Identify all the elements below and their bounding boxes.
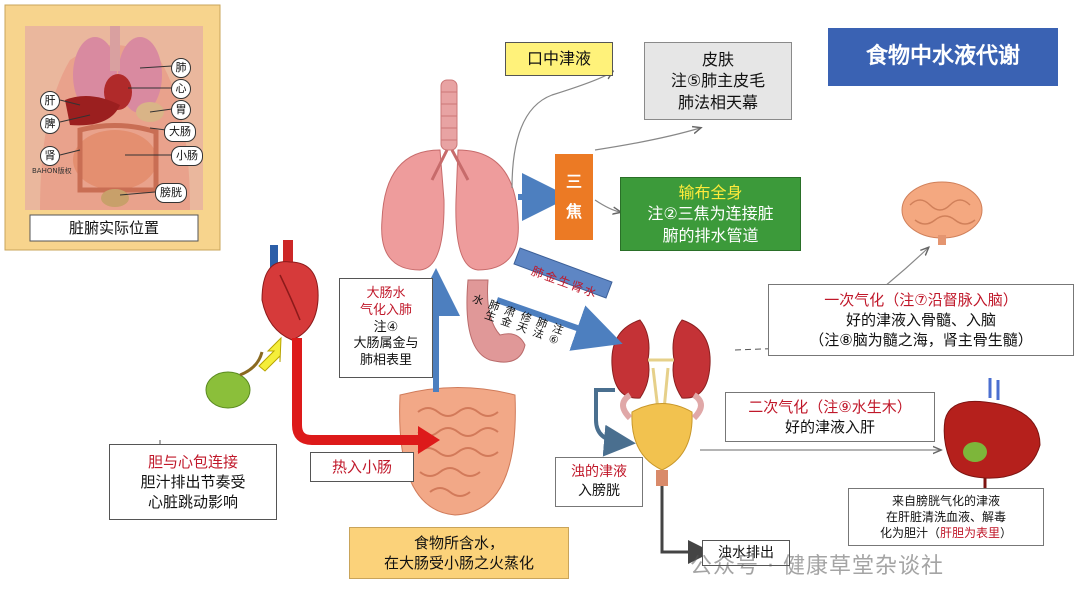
distribute-line3: 腑的排水管道 (662, 225, 759, 245)
inset-label-spleen: 脾 (40, 114, 60, 134)
blue-arrow-lung-kidney-lower (496, 297, 623, 351)
lungs-illustration (381, 79, 519, 271)
turbid-line1: 浊的津液 (571, 464, 627, 481)
from-bladder-line3c: ） (1000, 526, 1013, 541)
box-second-qihua: 二次气化（注⑨水生木） 好的津液入肝 (725, 392, 935, 442)
heat-text: 热入小肠 (332, 457, 392, 477)
bladder-illustration (620, 392, 704, 486)
inset-label-lung: 肺 (171, 58, 191, 78)
li-line3: 注④ (373, 319, 399, 335)
turbid-line2: 入膀胱 (578, 483, 620, 499)
inset-label-liver: 肝 (40, 91, 60, 111)
gallbladder-illustration (205, 351, 264, 409)
food-line1: 食物所含水， (413, 533, 504, 552)
inset-caption: 脏腑实际位置 (68, 218, 159, 237)
first-line3: （注⑧脑为髓之海，肾主骨生髓） (809, 331, 1033, 350)
from-bladder-line3b: 肝胆为表里 (939, 526, 1000, 541)
watermark-text: 公众号 · 健康草堂杂谈社 (690, 554, 944, 579)
inset-copyright: BAHON版权 (32, 167, 72, 175)
arrow-kidney-bladder (594, 388, 636, 457)
box-from-bladder: 来自膀胱气化的津液 在肝脏清洗血液、解毒 化为胆汁（肝胆为表里） (848, 488, 1044, 546)
inset-label-bladder: 膀胱 (155, 183, 187, 203)
heat-text-full: 热入小肠 (331, 457, 392, 476)
brain-illustration (901, 181, 983, 245)
skin-line1: 皮肤 (701, 49, 734, 69)
inset-label-heart: 心 (171, 79, 191, 99)
second-line1: 二次气化（注⑨水生木） (748, 397, 912, 416)
box-first-qihua: 一次气化（注⑦沿督脉入脑） 好的津液入骨髓、入脑 （注⑧脑为髓之海，肾主骨生髓） (768, 284, 1074, 356)
skin-line3: 肺法相天幕 (677, 92, 758, 112)
gb-line3: 心脏跳动影响 (147, 493, 238, 512)
diagram-title: 食物中水液代谢 (865, 44, 1020, 70)
from-bladder-line3: 化为胆汁（肝胆为表里） (880, 525, 1012, 541)
first-line1: 一次气化（注⑦沿督脉入脑） (824, 290, 1018, 309)
inset-label-kidney: 肾 (40, 146, 60, 166)
from-bladder-line3a: 化为胆汁（ (879, 526, 940, 541)
stomach-illustration (466, 279, 526, 363)
gb-line1: 胆与心包连接 (147, 452, 238, 471)
intestines-illustration (399, 387, 516, 516)
yellow-arrow (258, 336, 282, 372)
box-mouth-fluids: 口中津液 (505, 42, 613, 76)
inset-anatomy-panel (4, 4, 221, 251)
li-line5: 肺相表里 (359, 353, 412, 369)
from-bladder-line1: 来自膀胱气化的津液 (891, 493, 1000, 508)
distribute-line1: 输布全身 (678, 182, 743, 202)
food-line2: 在大肠受小肠之火蒸化 (383, 554, 534, 572)
distribute-line2: 注②三焦为连接脏 (647, 204, 774, 224)
title-bar (828, 28, 1058, 86)
from-bladder-line2: 在肝脏清洗血液、解毒 (885, 509, 1006, 524)
box-turbid-fluid: 浊的津液 入膀胱 (555, 457, 643, 507)
second-line2: 好的津液入肝 (784, 418, 875, 436)
box-turbid-out: 浊水排出 (702, 540, 790, 566)
heart-illustration (261, 240, 319, 341)
box-skin: 皮肤 注⑤肺主皮毛 肺法相天幕 (644, 42, 792, 120)
skin-line2: 注⑤肺主皮毛 (670, 71, 766, 91)
li-line2: 气化入肺 (359, 302, 412, 318)
inset-label-stomach: 胃 (171, 100, 191, 120)
inset-label-small-intestine: 小肠 (171, 146, 203, 166)
box-large-intestine-water: 大肠水 气化入肺 注④ 大肠属金与 肺相表里 (339, 278, 433, 378)
lung-kidney-band (513, 247, 613, 299)
li-line4: 大肠属金与 (353, 336, 419, 352)
gb-line2: 胆汁排出节奏受 (140, 472, 246, 491)
box-heat-small-intestine: 热入小肠 (310, 452, 414, 482)
arrow-bladder-out (660, 486, 712, 564)
box-gallbladder-heart: 胆与心包连接 胆汁排出节奏受 心脏跳动影响 (109, 444, 277, 520)
box-food-water: 食物所含水， 在大肠受小肠之火蒸化 (349, 527, 569, 579)
curve-to-mouth (511, 72, 612, 189)
liver-illustration (943, 378, 1041, 492)
red-arrow-heat (292, 338, 420, 445)
sanjiao-text: 三焦 (565, 171, 582, 221)
li-line1: 大肠水 (366, 285, 406, 301)
first-line2: 好的津液入骨髓、入脑 (845, 310, 996, 329)
box-sanjiao: 三焦 (555, 154, 593, 240)
box-distribute: 输布全身 注②三焦为连接脏 腑的排水管道 (620, 177, 801, 251)
inset-label-large-intestine: 大肠 (164, 122, 196, 142)
